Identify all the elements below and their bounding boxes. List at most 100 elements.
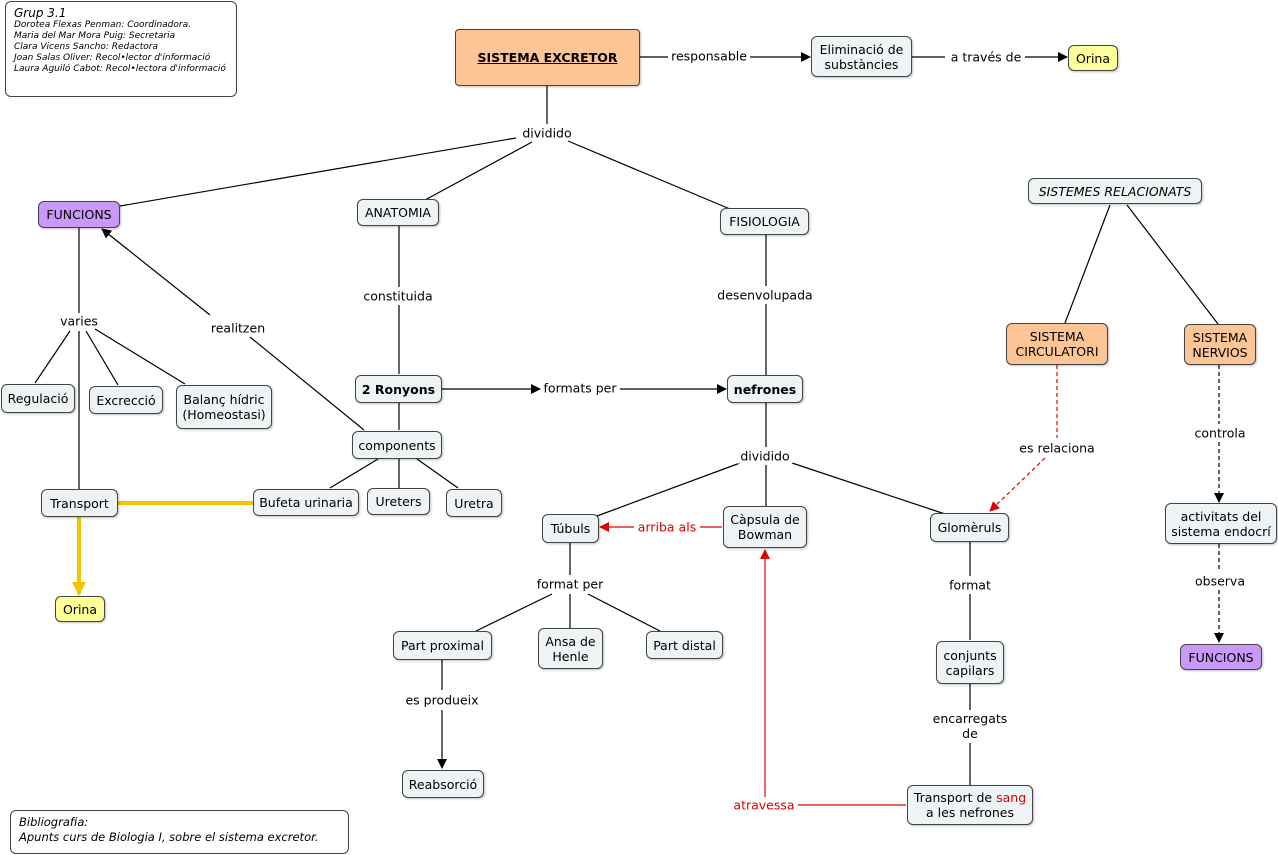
node-label: FUNCIONS xyxy=(46,207,112,222)
node-label-part: Transport de xyxy=(913,790,997,805)
node-label: Ansa de xyxy=(545,633,596,649)
link-label-es-produeix: es produeix xyxy=(402,692,482,708)
node-eliminacio[interactable]: Eliminació de substàncies xyxy=(811,36,912,77)
node-conjunts-capilars[interactable]: conjunts capilars xyxy=(936,641,1004,684)
node-fisiologia[interactable]: FISIOLOGIA xyxy=(720,208,809,235)
link-label-arriba-als: arriba als xyxy=(634,519,700,535)
node-sistemes-relacionats[interactable]: SISTEMES RELACIONATS xyxy=(1028,178,1202,204)
node-label: NERVIOS xyxy=(1192,344,1248,360)
node-transport[interactable]: Transport xyxy=(41,489,118,517)
link-label-encarregats-de: encarregats de xyxy=(929,711,1011,741)
node-label: Orina xyxy=(62,601,98,617)
link-label-desenvolupada: desenvolupada xyxy=(714,287,816,303)
node-sistema-nervios[interactable]: SISTEMA NERVIOS xyxy=(1184,324,1256,365)
node-label: ANATOMIA xyxy=(365,205,431,220)
node-activitats-endocri[interactable]: activitats del sistema endocrí xyxy=(1165,503,1277,544)
node-part-distal[interactable]: Part distal xyxy=(646,631,723,659)
node-tubuls[interactable]: Túbuls xyxy=(542,514,599,543)
node-label: Orina xyxy=(1075,50,1111,66)
node-label: Transport de sang xyxy=(914,790,1026,805)
node-label: Eliminació de xyxy=(819,41,904,57)
node-label-highlight: sang xyxy=(996,790,1027,805)
node-part-proximal[interactable]: Part proximal xyxy=(393,631,492,660)
credits-member: Dorotea Flexas Penman: Coordinadora. xyxy=(14,20,191,30)
node-sistema-excretor[interactable]: SISTEMA EXCRETOR xyxy=(455,29,640,86)
credits-member: Clara Vicens Sancho: Redactora xyxy=(14,42,158,52)
node-label: Transport xyxy=(50,495,109,511)
node-label: Glomèruls xyxy=(937,520,1002,535)
node-label: Bowman xyxy=(737,527,793,542)
link-label-controla: controla xyxy=(1191,425,1249,441)
link-label-line: de xyxy=(962,726,978,741)
node-label: SISTEMES RELACIONATS xyxy=(1038,183,1192,199)
bibliography-text: Apunts curs de Biologia I, sobre el sist… xyxy=(19,830,319,844)
node-label: Part distal xyxy=(653,637,716,653)
node-label: components xyxy=(358,437,436,453)
node-label: capilars xyxy=(945,662,995,678)
node-ureters[interactable]: Ureters xyxy=(367,488,430,515)
node-funcions-right[interactable]: FUNCIONS xyxy=(1180,644,1262,670)
link-label-atravessa: atravessa xyxy=(730,797,798,813)
node-sistema-circulatori[interactable]: SISTEMA CIRCULATORI xyxy=(1006,323,1108,365)
credits-member: Laura Aguiló Cabot: Recol•lectora d'info… xyxy=(14,64,226,74)
node-label: FISIOLOGIA xyxy=(729,214,800,229)
node-anatomia[interactable]: ANATOMIA xyxy=(357,199,439,226)
node-label: (Homeostasi) xyxy=(182,407,266,422)
node-label: Excrecció xyxy=(96,392,156,408)
node-label: 2 Ronyons xyxy=(361,381,436,397)
node-label: SISTEMA EXCRETOR xyxy=(477,50,618,65)
node-label: sistema endocrí xyxy=(1171,523,1271,539)
node-label: Bufeta urinaria xyxy=(259,495,353,510)
node-balanc-hidric[interactable]: Balanç hídric (Homeostasi) xyxy=(176,385,272,429)
node-bufeta-urinaria[interactable]: Bufeta urinaria xyxy=(253,489,359,516)
link-label-es-relaciona: es relaciona xyxy=(1016,440,1098,456)
link-label-line: encarregats xyxy=(932,711,1008,726)
node-regulacio[interactable]: Regulació xyxy=(1,384,75,413)
link-label-varies: varies xyxy=(57,313,101,329)
node-ronyons[interactable]: 2 Ronyons xyxy=(355,375,442,403)
link-label-dividido: dividido xyxy=(519,125,575,141)
node-components[interactable]: components xyxy=(352,431,442,459)
link-label-realitzen: realitzen xyxy=(207,320,269,336)
node-orina-top[interactable]: Orina xyxy=(1068,45,1118,71)
node-label: Càpsula de xyxy=(730,512,800,527)
node-label: Túbuls xyxy=(550,521,591,536)
link-label-formats-per: formats per xyxy=(540,380,620,396)
link-label-responsable: responsable xyxy=(668,48,750,64)
credits-member: Maria del Mar Mora Puig: Secretaria xyxy=(14,31,176,41)
node-label: CIRCULATORI xyxy=(1015,344,1099,359)
credits-member: Joan Salas Oliver: Recol•lector d'inform… xyxy=(14,53,211,63)
node-funcions[interactable]: FUNCIONS xyxy=(38,201,120,228)
bibliography-title: Bibliografia: xyxy=(19,815,89,829)
node-capsula-bowman[interactable]: Càpsula de Bowman xyxy=(723,506,807,548)
node-transport-sang[interactable]: Transport de sang a les nefrones xyxy=(907,785,1033,825)
credits-box: Grup 3.1 Dorotea Flexas Penman: Coordina… xyxy=(5,1,237,97)
node-label: Regulació xyxy=(7,391,69,406)
node-label: Ureters xyxy=(375,494,422,509)
link-label-a-traves-de: a través de xyxy=(947,49,1025,65)
node-label: SISTEMA xyxy=(1192,329,1248,345)
link-label-format-per: format per xyxy=(533,576,607,592)
node-label: Henle xyxy=(552,648,589,664)
node-label: substàncies xyxy=(824,56,899,72)
node-reabsorcio[interactable]: Reabsorció xyxy=(402,770,484,798)
node-label: FUNCIONS xyxy=(1188,649,1254,665)
credits-title: Grup 3.1 xyxy=(14,6,67,20)
node-nefrones[interactable]: nefrones xyxy=(727,375,803,403)
node-orina-left[interactable]: Orina xyxy=(55,596,105,622)
node-label: Uretra xyxy=(454,495,494,511)
node-label: Balanç hídric xyxy=(183,392,265,407)
link-label-constituida: constituida xyxy=(360,288,436,304)
link-label-observa: observa xyxy=(1192,573,1248,589)
node-label: activitats del xyxy=(1180,508,1262,524)
link-label-dividido: dividido xyxy=(737,448,793,464)
node-label: SISTEMA xyxy=(1029,329,1085,344)
node-ansa-henle[interactable]: Ansa de Henle xyxy=(538,628,603,669)
node-label: Part proximal xyxy=(401,638,484,653)
node-excrecio[interactable]: Excrecció xyxy=(89,386,163,414)
node-label: Reabsorció xyxy=(408,776,478,792)
node-glomeruls[interactable]: Glomèruls xyxy=(930,513,1009,542)
node-uretra[interactable]: Uretra xyxy=(446,489,502,517)
bibliography-box: Bibliografia: Apunts curs de Biologia I,… xyxy=(10,810,349,854)
